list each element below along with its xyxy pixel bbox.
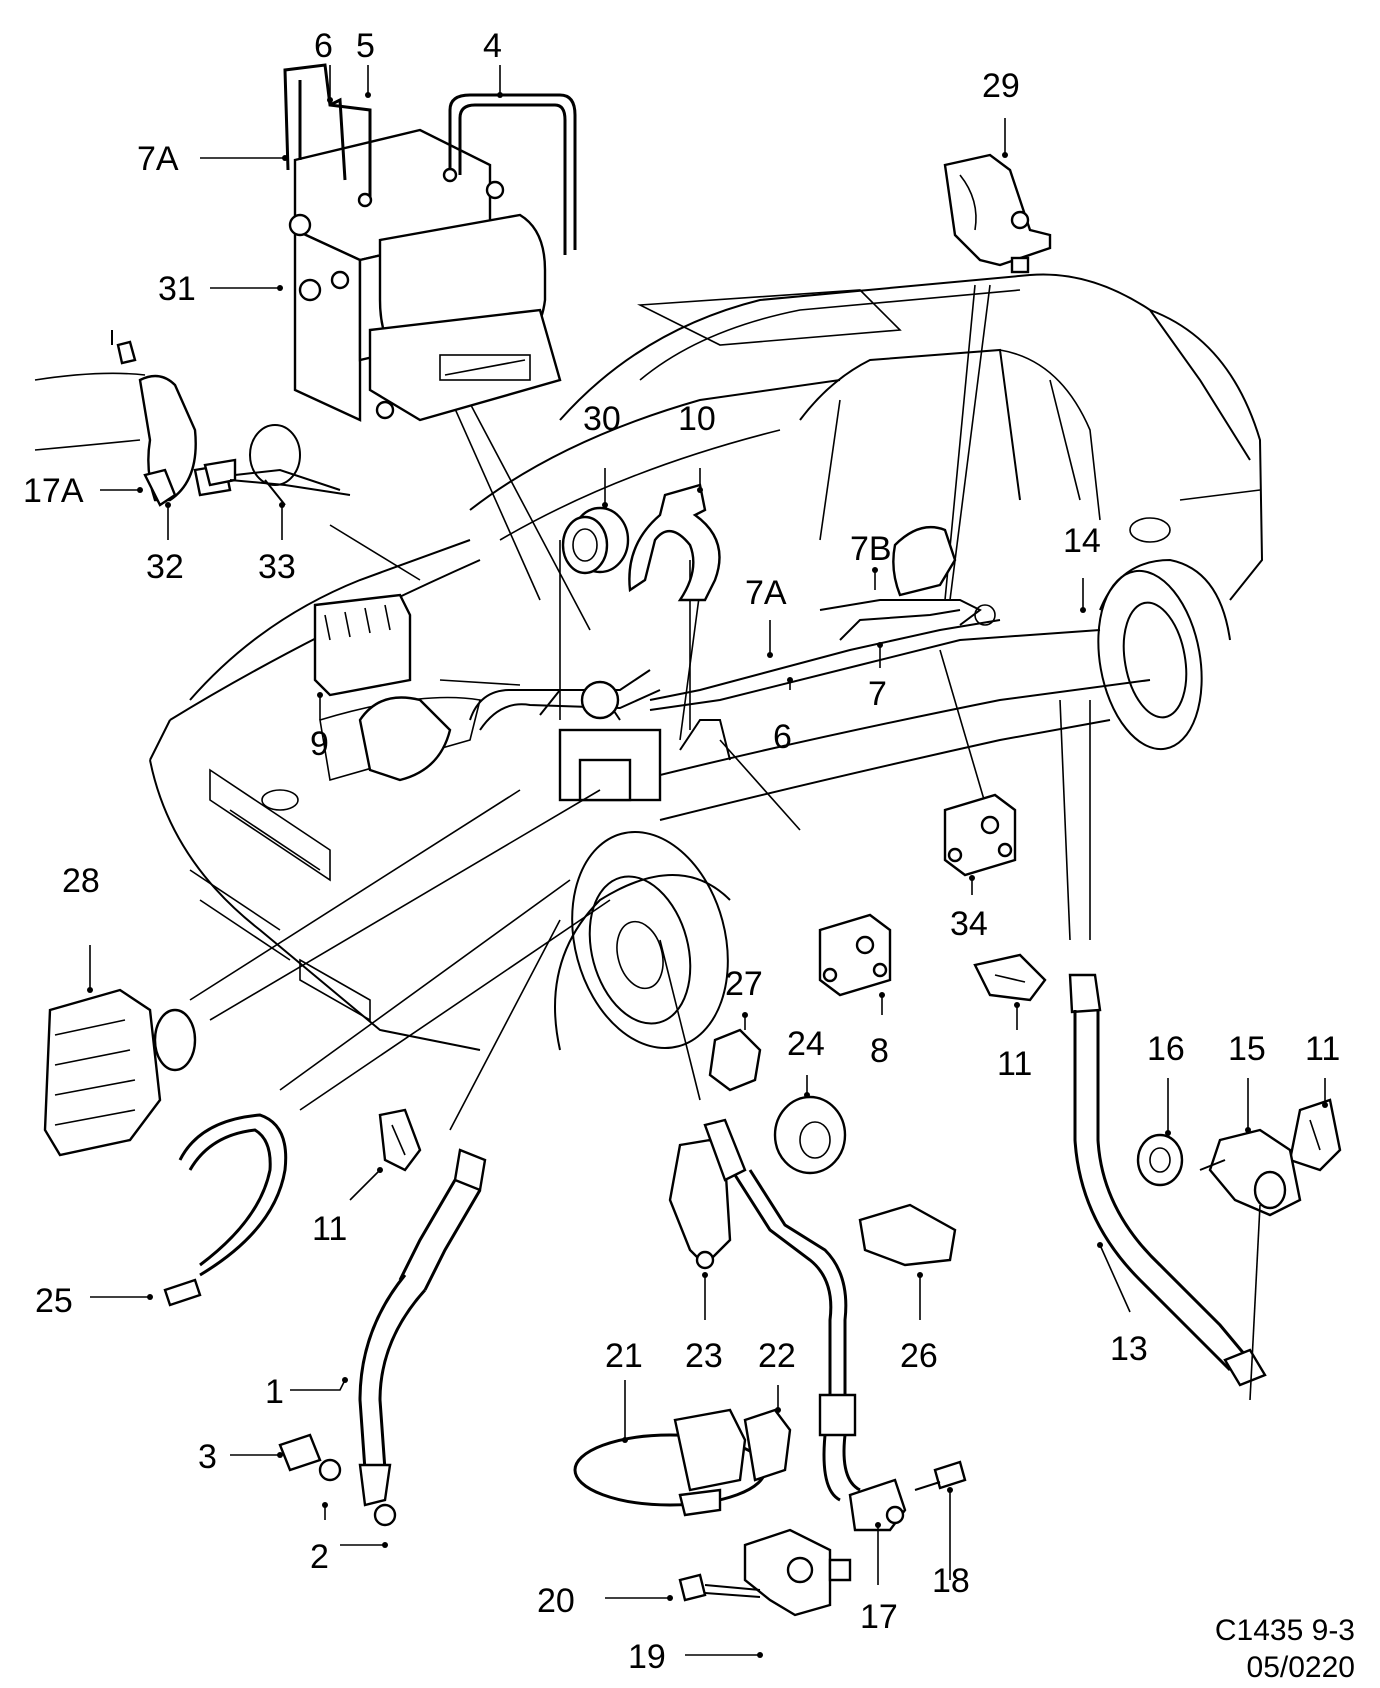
part-13-rear-hose [1068, 973, 1267, 1387]
callout-31: 31 [158, 270, 196, 308]
callout-30: 30 [583, 400, 621, 438]
abs-hydraulic-unit [283, 63, 577, 422]
callout-labels: 4 5 6 7A 31 29 17A 32 33 30 10 9 7B 7A 6… [23, 27, 1340, 1676]
callout-33: 33 [258, 548, 296, 586]
callout-22: 22 [758, 1337, 796, 1375]
callout-8: 8 [870, 1032, 889, 1070]
callout-13: 13 [1110, 1330, 1148, 1368]
part-28-connector [43, 988, 197, 1157]
callout-28: 28 [62, 862, 100, 900]
leader-lines [189, 284, 1091, 1131]
part-15-bracket [1199, 1128, 1302, 1217]
callout-24: 24 [787, 1025, 825, 1063]
callout-34: 34 [950, 905, 988, 943]
callout-11-mid: 11 [997, 1045, 1032, 1083]
callout-6-top: 6 [314, 27, 333, 65]
callout-27: 27 [725, 965, 763, 1003]
callout-19: 19 [628, 1638, 666, 1676]
callout-32: 32 [146, 548, 184, 586]
callout-3: 3 [198, 1438, 217, 1476]
callout-leaders [87, 65, 1328, 1658]
callout-16: 16 [1147, 1030, 1185, 1068]
callout-7B: 7B [850, 530, 892, 568]
callout-15: 15 [1228, 1030, 1266, 1068]
callout-7: 7 [868, 675, 887, 713]
part-9-connector [313, 593, 412, 697]
part-27-clip [708, 1028, 762, 1092]
part-1-front-hose [278, 1148, 487, 1527]
callout-9: 9 [310, 725, 329, 763]
callout-7A-mid: 7A [745, 574, 787, 612]
callout-23: 23 [685, 1337, 723, 1375]
callout-14: 14 [1063, 522, 1101, 560]
callout-17: 17 [860, 1598, 898, 1636]
reference-code: C1435 9-3 [1215, 1614, 1355, 1647]
callout-10: 10 [678, 400, 716, 438]
part-11-clip-left [378, 1108, 422, 1172]
callout-29: 29 [982, 67, 1020, 105]
part-8-holder [818, 913, 892, 997]
callout-21: 21 [605, 1337, 643, 1375]
part-20-bolt [678, 1573, 761, 1602]
callout-25: 25 [35, 1282, 73, 1320]
part-19-bracket [743, 1528, 852, 1617]
part-26-clip [858, 1203, 957, 1267]
callout-2: 2 [310, 1538, 329, 1576]
part-16-nut [1136, 1133, 1184, 1187]
callout-6-mid: 6 [773, 718, 792, 756]
reference-block: C1435 9-3 05/0220 [1215, 1614, 1355, 1684]
callout-18: 18 [932, 1562, 970, 1600]
part-24-grommet [773, 1095, 847, 1175]
part-11-clip-right [1288, 1098, 1342, 1172]
part-25-cable-strap [163, 1113, 288, 1307]
part-17A-32-33-sensor-cable [34, 330, 351, 507]
callout-26: 26 [900, 1337, 938, 1375]
part-17-sensor [848, 1478, 907, 1532]
callout-20: 20 [537, 1582, 575, 1620]
part-18-bolt [914, 1460, 967, 1491]
callout-5: 5 [356, 27, 375, 65]
part-30-grommet [561, 506, 630, 575]
callout-7A-top: 7A [137, 140, 179, 178]
callout-17A: 17A [23, 472, 84, 510]
callout-11-left: 11 [312, 1210, 347, 1248]
callout-11-right: 11 [1305, 1030, 1340, 1068]
reference-number: 05/0220 [1247, 1651, 1355, 1684]
part-10-clip [628, 483, 721, 602]
callout-4: 4 [483, 27, 502, 65]
part-11-clip-mid [973, 953, 1047, 1002]
part-21-22-sensor-cable [573, 1118, 861, 1517]
brake-line-routing [469, 599, 1101, 802]
part-7B-clip [892, 525, 957, 597]
part-34-holder [943, 793, 1017, 877]
callout-1: 1 [265, 1373, 284, 1411]
part-29-sensor-bracket [943, 153, 1052, 274]
